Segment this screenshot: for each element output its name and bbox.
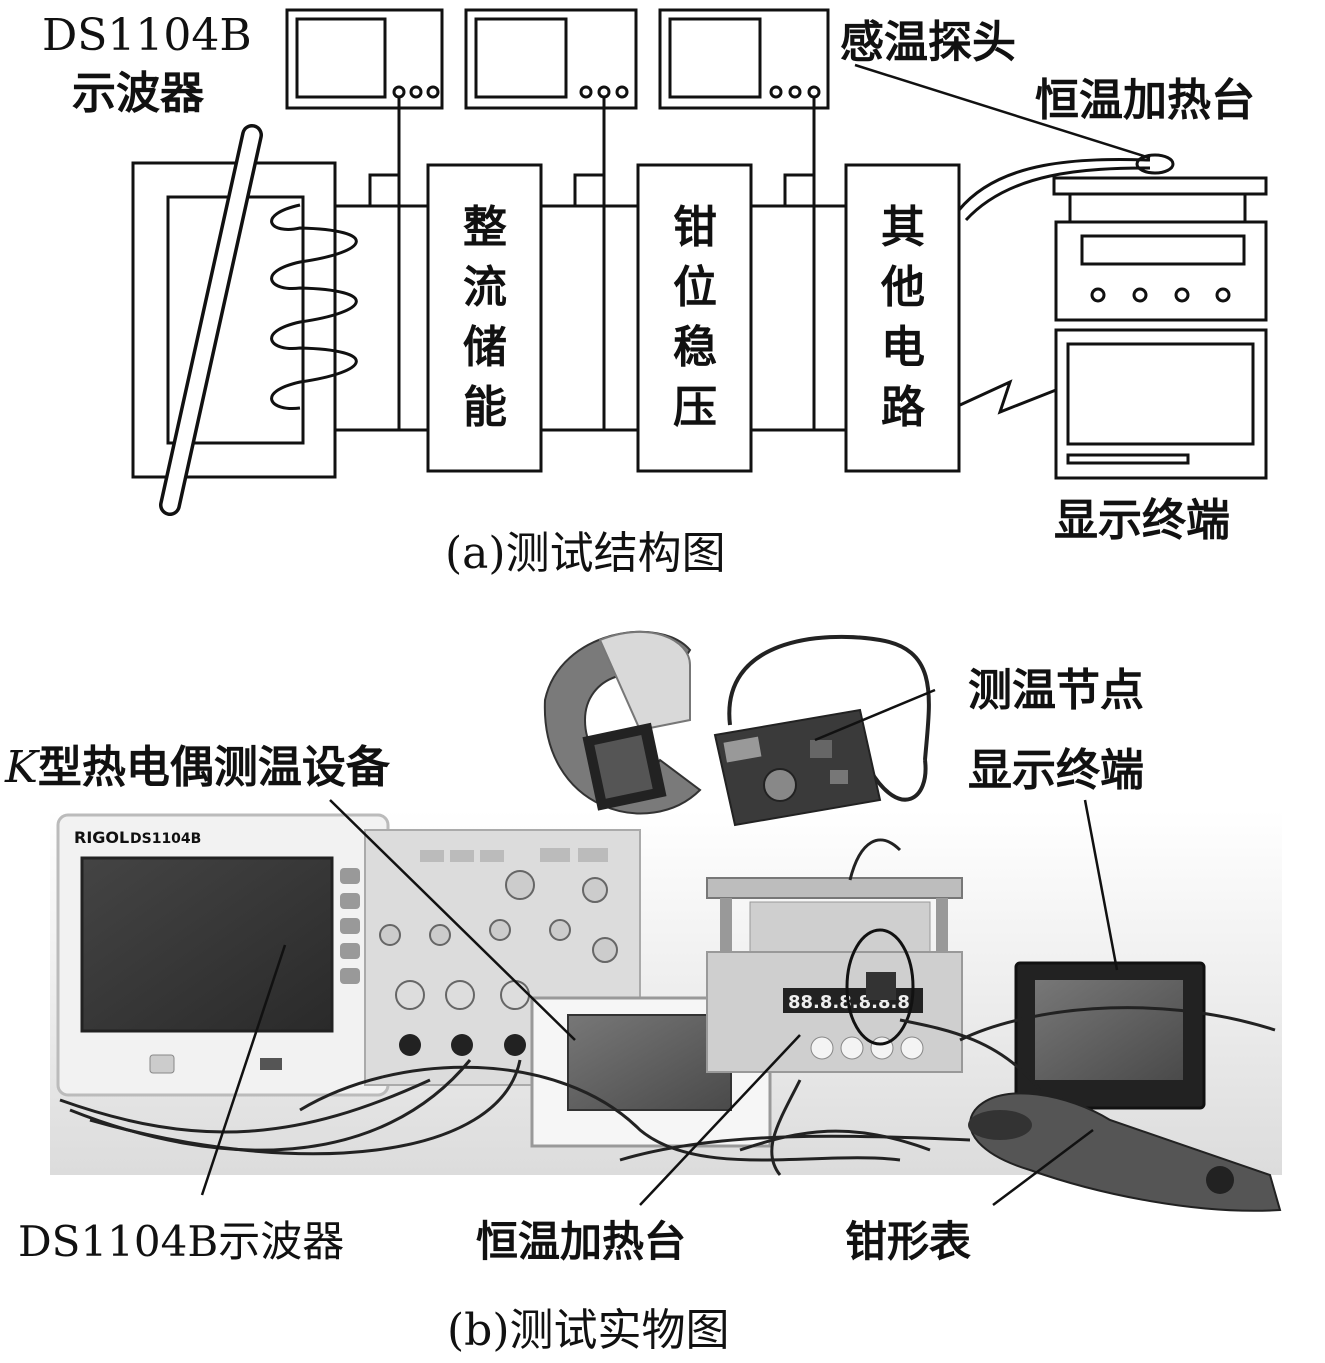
heater-photo: 88.8.8.8.8.8 (706, 877, 963, 1073)
oscilloscope-label-line1: DS1104B (42, 10, 252, 61)
wireless-link-icon (959, 379, 1057, 415)
current-transformer (131, 161, 428, 479)
cables (59, 838, 1276, 1176)
caption-a: (a)测试结构图 (445, 528, 726, 579)
block-2-char-1: 钳 (673, 202, 717, 253)
clamp-meter-photo (968, 1092, 1282, 1212)
block-3-char-3: 电 (881, 322, 925, 373)
block-1-char-3: 储 (463, 322, 507, 373)
block-other-circuit-label: 其 他 电 路 (880, 202, 926, 433)
oscilloscope-model: DS1104B (130, 831, 201, 847)
block-2-char-2: 位 (673, 262, 717, 313)
oscilloscope-brand: RIGOL (74, 828, 129, 847)
block-3-char-2: 他 (880, 262, 925, 313)
probe-tap-2 (573, 97, 606, 430)
block-3-char-4: 路 (881, 382, 926, 433)
block-rectifier-storage-label: 整 流 储 能 (463, 202, 507, 433)
temperature-probe-cable (854, 63, 1175, 222)
oscilloscope-icon-3 (658, 8, 830, 110)
block-3-char-1: 其 (881, 202, 925, 253)
block-rectifier-storage (426, 163, 543, 473)
block-other-circuit (844, 163, 961, 473)
heater-icon (1052, 176, 1268, 322)
caption-b: (b)测试实物图 (447, 1305, 730, 1356)
k-label-rest: 型热电偶测温设备 (38, 742, 391, 793)
block-1-char-4: 能 (463, 382, 507, 433)
block-clamp-regulator-label: 钳 位 稳 压 (673, 202, 717, 433)
block-clamp-regulator (636, 163, 753, 473)
temperature-node-pcb (713, 708, 882, 827)
probe-tap-3 (783, 97, 816, 430)
display-terminal-icon (1054, 328, 1268, 480)
heater-label-a: 恒温加热台 (1035, 75, 1255, 126)
block-1-char-1: 整 (463, 202, 507, 253)
temperature-node-inset (543, 630, 931, 827)
oscilloscope-label-line2: 示波器 (72, 68, 205, 119)
display-terminal-photo (1014, 961, 1206, 1110)
primary-conductor (159, 124, 263, 516)
oscilloscope-icon-2 (464, 8, 638, 110)
block-2-char-3: 稳 (673, 322, 717, 373)
k-label-italic: K (4, 742, 40, 793)
leader-lines (200, 688, 1119, 1206)
heater-label-b: 恒温加热台 (476, 1217, 686, 1266)
panel-a-diagram (131, 8, 1268, 516)
block-1-char-2: 流 (463, 262, 507, 313)
temperature-node-label-line1: 测温节点 (968, 665, 1144, 716)
oscilloscope-icon-1 (285, 8, 444, 110)
block-2-char-4: 压 (673, 382, 717, 433)
temperature-node-highlight (845, 928, 915, 1046)
clamp-meter-label: 钳形表 (845, 1217, 971, 1266)
probe-label: 感温探头 (840, 17, 1016, 68)
temperature-node-label-line2: 显示终端 (968, 745, 1144, 796)
k-thermocouple-label: K型热电偶测温设备 (4, 742, 391, 793)
panel-b-photo: RIGOL DS1104B (50, 630, 1282, 1212)
oscilloscope-label-b: DS1104B示波器 (18, 1217, 344, 1266)
oscilloscope-photo: RIGOL DS1104B (56, 813, 641, 1097)
probe-tap-1 (368, 97, 401, 430)
terminal-label-a: 显示终端 (1054, 495, 1230, 546)
